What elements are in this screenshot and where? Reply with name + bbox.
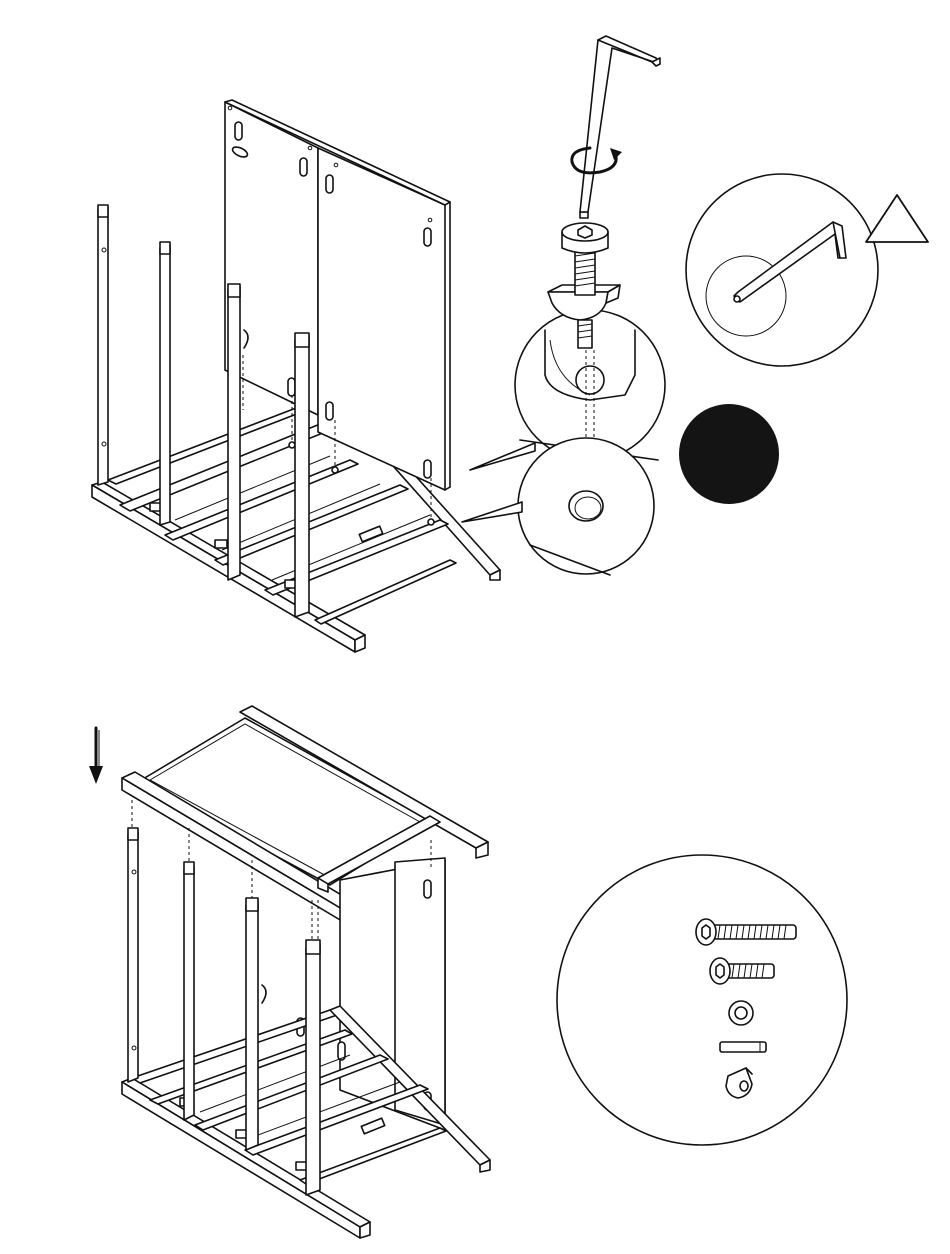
bottom-assembly-step	[89, 706, 847, 1238]
top-assembly-step	[92, 36, 928, 652]
dowel	[720, 1042, 766, 1052]
side-panel-top	[225, 100, 450, 525]
callout-pointer	[470, 443, 535, 470]
hardware-parts-circle	[557, 855, 847, 1145]
filled-circle-icon	[679, 404, 779, 504]
washer	[729, 1001, 753, 1025]
hex-key	[580, 36, 660, 218]
callout-pointer	[462, 502, 522, 522]
hex-key-detail-circle	[686, 174, 878, 366]
down-arrow-icon	[89, 728, 103, 784]
warning-triangle-icon	[866, 195, 928, 242]
hole-detail-magnifier	[518, 438, 654, 575]
